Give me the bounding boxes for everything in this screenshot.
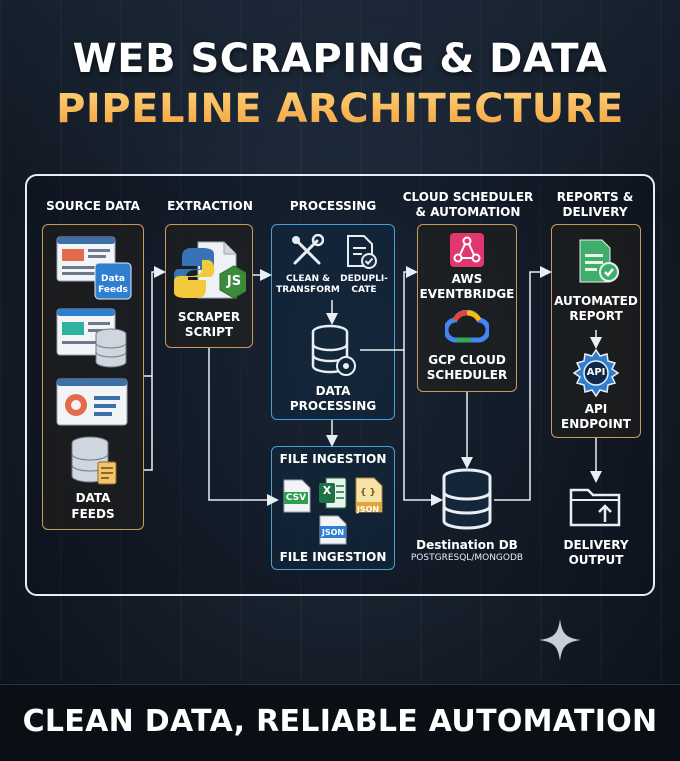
sparkle-icon	[539, 619, 581, 661]
header-scheduler-1: CLOUD SCHEDULER	[402, 190, 534, 204]
header-reports-1: REPORTS &	[556, 190, 634, 204]
js-badge: JS	[226, 274, 242, 289]
title-line-1: WEB SCRAPING & DATA	[72, 36, 608, 82]
data-feeds-icon	[94, 262, 132, 300]
file-ingestion-title: FILE INGESTION	[279, 452, 387, 466]
aws-eventbridge-icon	[450, 233, 484, 267]
arrow-processing-to-scheduler	[360, 266, 418, 351]
processing-database-icon	[311, 324, 356, 376]
automated-report-label-1: AUTOMATED	[554, 294, 638, 308]
header-extraction: EXTRACTION	[167, 199, 253, 213]
header-scheduler-2: & AUTOMATION	[415, 205, 521, 219]
csv-file-icon	[283, 479, 311, 513]
deduplicate-icon	[347, 235, 377, 269]
delivery-output-label-1: DELIVERY	[563, 538, 629, 552]
arrow-processing-to-db	[403, 350, 443, 506]
destination-db-icon	[442, 468, 492, 530]
title-line-2: PIPELINE ARCHITECTURE	[0, 86, 680, 132]
excel-label: X	[322, 484, 332, 497]
api-gear-icon	[572, 348, 620, 398]
gcp-label-1: GCP CLOUD	[428, 353, 506, 367]
deduplicate-label-2: CATE	[351, 285, 377, 295]
excel-file-icon	[319, 477, 347, 509]
header-reports-2: DELIVERY	[562, 205, 628, 219]
aws-label-2: EVENTBRIDGE	[419, 287, 515, 301]
clean-transform-label-2: TRANSFORM	[276, 285, 340, 295]
data-feeds-label-1: DATA	[75, 491, 111, 505]
json-label-blue: JSON	[321, 528, 345, 537]
api-endpoint-label-1: API	[584, 402, 608, 416]
delivery-folder-icon	[569, 488, 621, 527]
database-icon	[95, 328, 127, 368]
header-processing: PROCESSING	[289, 199, 377, 213]
data-feeds-badge-line-1: Data	[101, 274, 125, 284]
scraper-script-label-2: SCRIPT	[184, 325, 234, 339]
deduplicate-label-1: DEDUPLI-	[340, 274, 388, 284]
footer-bar	[0, 684, 680, 761]
automated-report-label-2: REPORT	[569, 309, 623, 323]
data-processing-label-1: DATA	[315, 384, 351, 398]
json-braces: { }	[360, 488, 376, 498]
automated-report-icon	[579, 239, 619, 283]
arrow-db-to-reports	[494, 266, 552, 501]
file-ingestion-footer: FILE INGESTION	[279, 550, 387, 564]
header-source: SOURCE DATA	[46, 199, 140, 213]
gcp-label-2: SCHEDULER	[426, 368, 508, 382]
scraper-script-label-1: SCRAPER	[177, 310, 241, 324]
arrow-source-to-extraction	[144, 266, 166, 377]
json-file-icon-blue	[319, 515, 347, 545]
csv-label: CSV	[285, 493, 307, 503]
footer-tagline: CLEAN DATA, RELIABLE AUTOMATION	[22, 704, 658, 739]
destination-db-subtitle: POSTGRESQL/MONGODB	[410, 553, 524, 563]
destination-db-title: Destination DB	[416, 538, 518, 552]
arrow-extraction-to-ingestion	[208, 348, 279, 506]
data-feeds-database-icon	[71, 436, 117, 485]
line-source-bottom	[144, 376, 153, 471]
aws-label-1: AWS	[451, 272, 483, 286]
json-file-icon-yellow	[355, 477, 383, 513]
api-endpoint-label-2: ENDPOINT	[561, 417, 631, 431]
api-settings-icon	[56, 378, 128, 426]
gcp-cloud-icon	[445, 310, 489, 343]
tools-icon	[292, 234, 324, 265]
data-processing-label-2: PROCESSING	[289, 399, 377, 413]
data-feeds-label-2: FEEDS	[71, 507, 115, 521]
delivery-output-label-2: OUTPUT	[568, 553, 624, 567]
data-feeds-badge-line-2: Feeds	[98, 285, 128, 295]
json-label-yellow: JSON	[356, 505, 380, 514]
python-script-icon	[174, 241, 246, 299]
clean-transform-label-1: CLEAN &	[286, 274, 330, 284]
api-badge: API	[586, 367, 606, 378]
